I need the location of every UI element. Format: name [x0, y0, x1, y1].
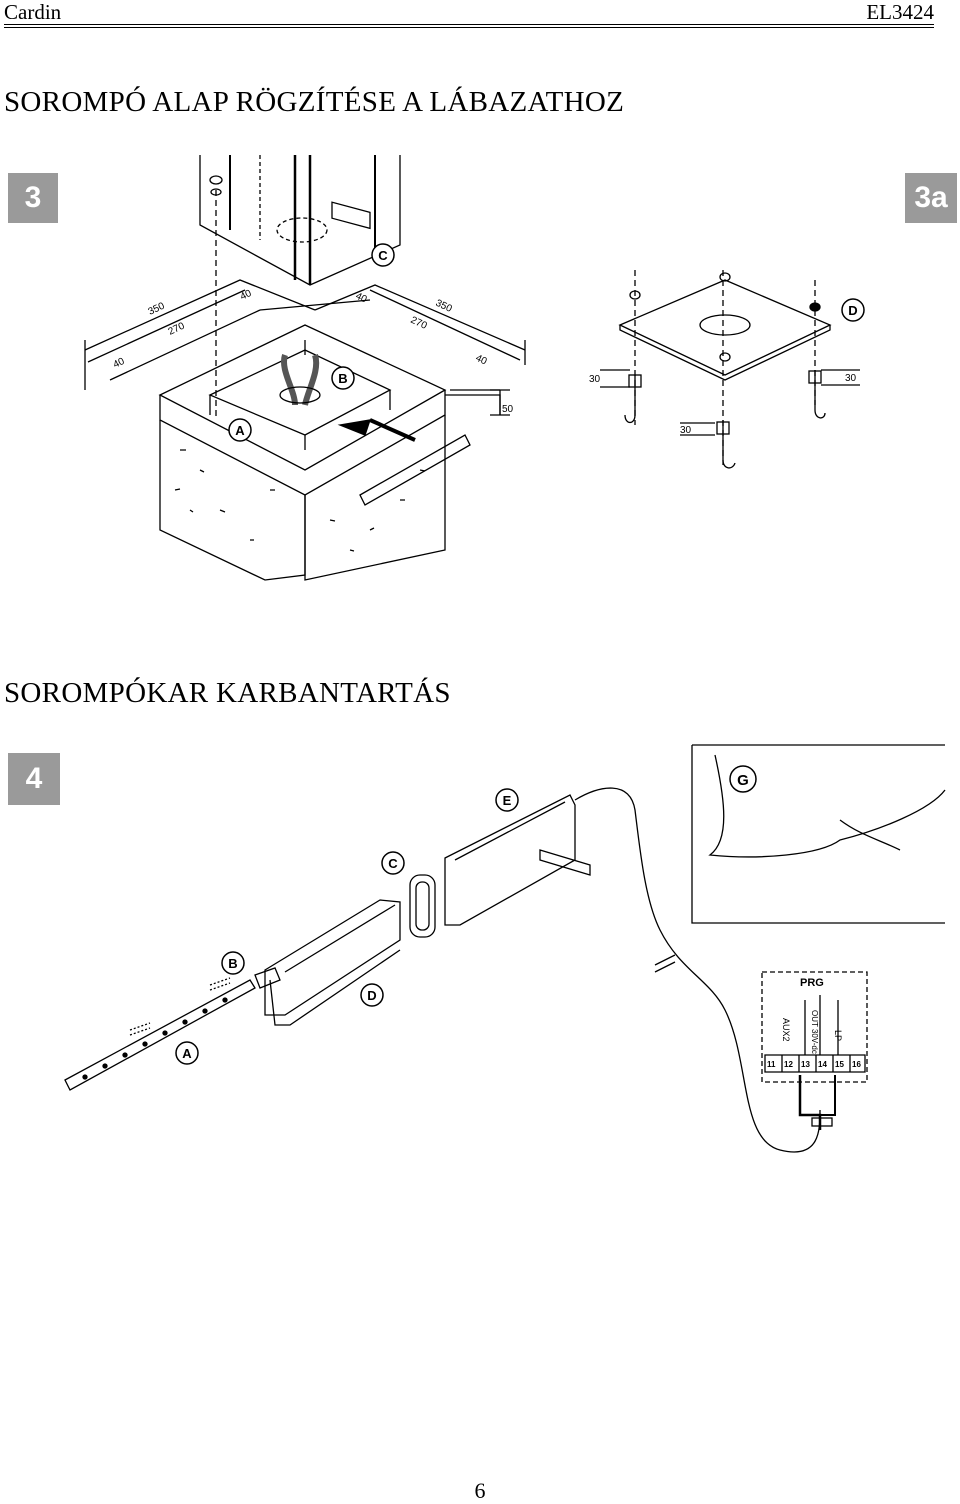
dim-40-right: 40 [474, 353, 489, 368]
dim-270-left: 270 [167, 321, 187, 338]
svg-text:C: C [388, 856, 398, 871]
header-brand: Cardin [4, 0, 62, 24]
dim-30-left: 30 [589, 374, 601, 385]
svg-text:G: G [737, 772, 749, 789]
figure-badge-3: 3 [8, 173, 58, 223]
terminal-12: 12 [784, 1060, 793, 1069]
figure-4-arm-maintenance-diagram: A B C D E G PRG AUX2 OUT 30V-dc LP 11 12… [64, 744, 946, 1153]
callout-A: A [228, 418, 252, 442]
callout-C: C [371, 243, 395, 267]
dim-40-top-right: 40 [354, 291, 369, 306]
section-title-base-fixing: SOROMPÓ ALAP RÖGZÍTÉSE A LÁBAZATHOZ [4, 86, 625, 118]
callout-D: D [360, 983, 384, 1007]
svg-text:E: E [503, 793, 512, 808]
dim-270-right: 270 [409, 315, 429, 332]
callout-D: D [841, 298, 865, 322]
terminal-block-title: PRG [800, 977, 824, 989]
svg-text:C: C [378, 248, 388, 263]
page-number: 6 [474, 1478, 486, 1503]
dim-30-right: 30 [845, 373, 857, 384]
dim-40-top-left: 40 [239, 288, 254, 303]
header-rule-double [4, 27, 934, 28]
dim-50: 50 [502, 404, 514, 415]
terminal-15: 15 [835, 1060, 844, 1069]
svg-text:D: D [367, 988, 376, 1003]
header-rule [4, 24, 934, 25]
terminal-label-out: OUT 30V-dc [810, 1010, 819, 1054]
callout-C: C [381, 851, 405, 875]
svg-text:D: D [848, 303, 857, 318]
callout-B: B [221, 951, 245, 975]
callout-G: G [729, 765, 757, 793]
page-header: Cardin EL3424 [0, 0, 960, 28]
figure-badge-3a: 3a [905, 173, 957, 223]
dim-40-left: 40 [112, 356, 127, 371]
svg-text:B: B [338, 371, 347, 386]
terminal-14: 14 [818, 1060, 827, 1069]
terminal-label-aux2: AUX2 [781, 1018, 791, 1042]
terminal-11: 11 [767, 1060, 776, 1069]
figure-3a-anchor-plate-diagram: D 30 30 30 [589, 270, 865, 469]
callout-E: E [495, 788, 519, 812]
header-model: EL3424 [866, 0, 934, 24]
terminal-13: 13 [801, 1060, 810, 1069]
svg-text:A: A [235, 423, 245, 438]
dim-30-center: 30 [680, 425, 692, 436]
terminal-16: 16 [852, 1060, 861, 1069]
figure-badge-4: 4 [8, 753, 60, 805]
svg-text:B: B [228, 956, 237, 971]
svg-text:A: A [182, 1046, 192, 1061]
callout-B: B [331, 366, 355, 390]
callout-A: A [175, 1041, 199, 1065]
terminal-label-lp: LP [833, 1030, 843, 1041]
section-title-arm-maintenance: SOROMPÓKAR KARBANTARTÁS [4, 677, 451, 709]
figure-3-foundation-diagram: A B C 350 270 40 40 40 350 270 40 50 [84, 155, 526, 581]
